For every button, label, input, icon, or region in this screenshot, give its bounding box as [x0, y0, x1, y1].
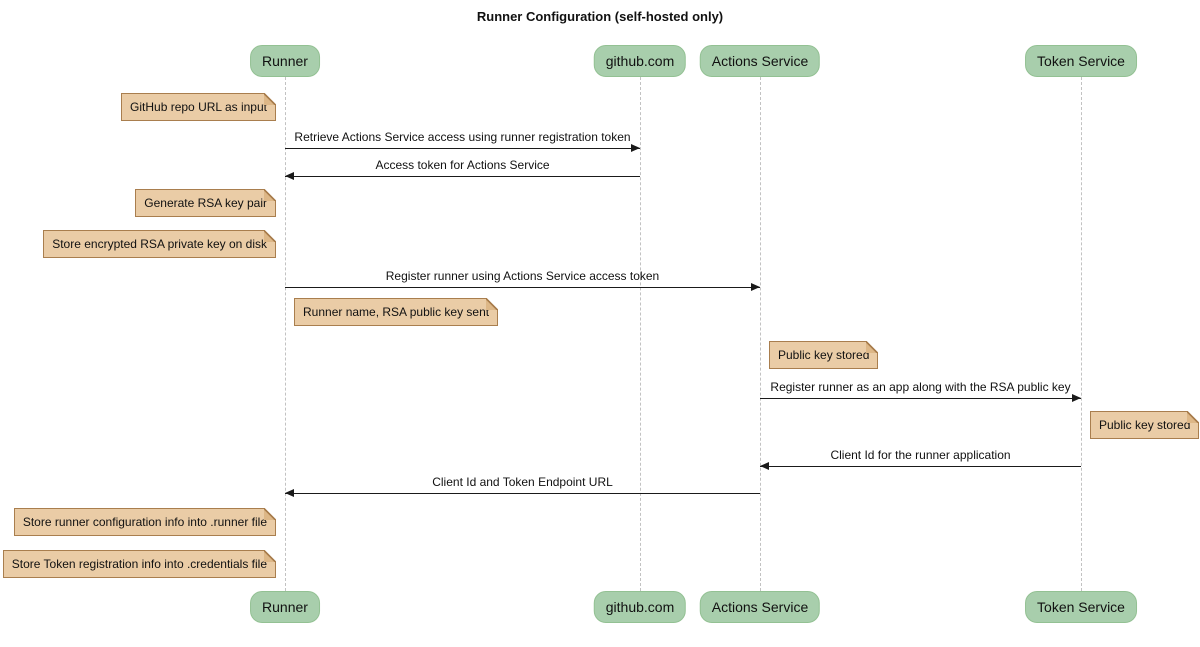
message-line-client-id-and-token-endpoint-url — [285, 493, 760, 494]
lifeline-github-com — [640, 77, 641, 591]
message-arrowhead-icon — [285, 489, 294, 497]
participant-github-com-top: github.com — [593, 45, 687, 77]
message-label-client-id-for-the-runner-application: Client Id for the runner application — [830, 448, 1011, 462]
message-label-register-runner-as-an-app-along-with-the-rsa-pub: Register runner as an app along with the… — [770, 380, 1071, 394]
message-line-register-runner-as-an-app-along-with-the-rsa-pub — [760, 398, 1081, 399]
message-line-access-token-for-actions-service — [285, 176, 640, 177]
lifeline-actions-service — [760, 77, 761, 591]
message-arrowhead-icon — [285, 172, 294, 180]
message-label-client-id-and-token-endpoint-url: Client Id and Token Endpoint URL — [432, 475, 613, 489]
note-public-key-stored: Public key stored — [1090, 411, 1200, 439]
note-store-token-registration-info-into-credentials-f: Store Token registration info into .cred… — [2, 550, 277, 578]
note-runner-name-rsa-public-key-sent: Runner name, RSA public key sent — [294, 298, 499, 326]
participant-runner-top: Runner — [250, 45, 320, 77]
message-arrowhead-icon — [631, 144, 640, 152]
message-arrowhead-icon — [760, 462, 769, 470]
message-label-retrieve-actions-service-access-using-runner-reg: Retrieve Actions Service access using ru… — [294, 130, 631, 144]
lifeline-runner — [285, 77, 286, 591]
message-label-register-runner-using-actions-service-access-tok: Register runner using Actions Service ac… — [385, 269, 660, 283]
lifeline-token-service — [1081, 77, 1082, 591]
message-arrowhead-icon — [1072, 394, 1081, 402]
message-line-client-id-for-the-runner-application — [760, 466, 1081, 467]
note-github-repo-url-as-input: GitHub repo URL as input — [121, 93, 276, 121]
note-store-encrypted-rsa-private-key-on-disk: Store encrypted RSA private key on disk — [43, 230, 276, 258]
message-label-access-token-for-actions-service: Access token for Actions Service — [375, 158, 550, 172]
note-store-runner-configuration-info-into-runner-file: Store runner configuration info into .ru… — [13, 508, 277, 536]
participant-actions-service-bottom: Actions Service — [699, 591, 821, 623]
participant-token-service-bottom: Token Service — [1025, 591, 1137, 623]
participant-actions-service-top: Actions Service — [699, 45, 821, 77]
participant-github-com-bottom: github.com — [593, 591, 687, 623]
note-public-key-stored: Public key stored — [769, 341, 879, 369]
participant-runner-bottom: Runner — [250, 591, 320, 623]
message-line-retrieve-actions-service-access-using-runner-reg — [285, 148, 640, 149]
message-arrowhead-icon — [751, 283, 760, 291]
note-generate-rsa-key-pair: Generate RSA key pair — [135, 189, 276, 217]
participant-token-service-top: Token Service — [1025, 45, 1137, 77]
message-line-register-runner-using-actions-service-access-tok — [285, 287, 760, 288]
diagram-title: Runner Configuration (self-hosted only) — [476, 9, 724, 24]
